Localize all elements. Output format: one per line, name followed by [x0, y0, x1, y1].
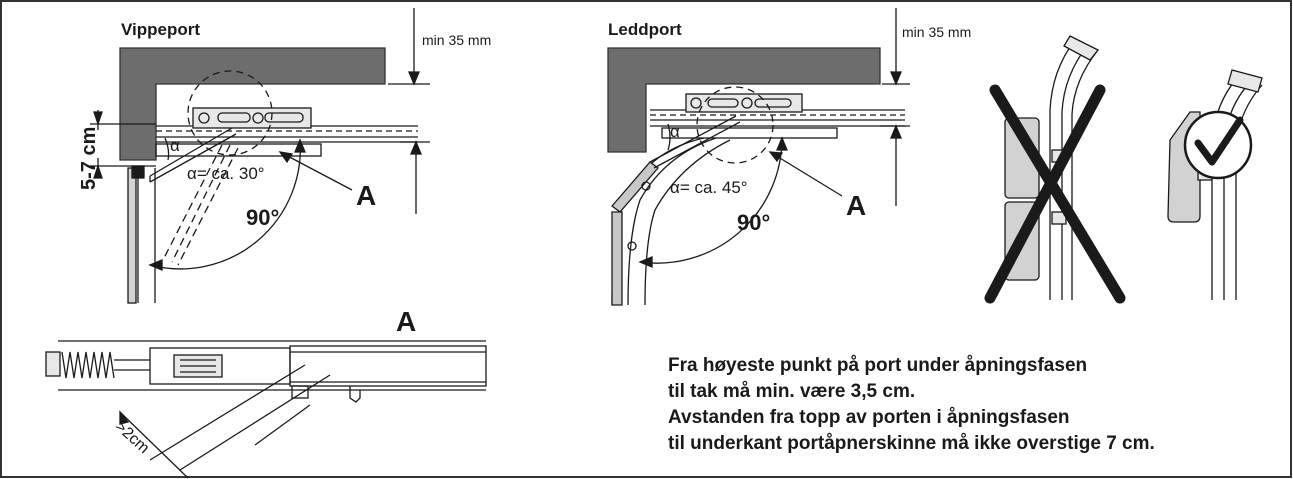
leddport-figure	[607, 8, 910, 306]
detail-a-title: A	[396, 306, 417, 337]
cross-icon	[984, 84, 1126, 304]
detail-marker-right: A	[846, 190, 867, 221]
instruction-note: Fra høyeste punkt på port under åpningsf…	[668, 353, 1155, 457]
ninety-degree-label-left: 90°	[246, 205, 280, 230]
angle-45-label: α= ca. 45°	[670, 178, 748, 197]
note-line-4: til underkant portåpnerskinne må ikke ov…	[668, 433, 1155, 454]
detail-a-figure	[45, 340, 487, 479]
note-line-2: til tak må min. være 3,5 cm.	[668, 381, 916, 402]
note-line-3: Avstanden fra topp av porten i åpningsfa…	[668, 407, 1070, 428]
ceiling-wall-block	[119, 47, 386, 161]
right-example	[1167, 69, 1263, 300]
alpha-label-left: α	[170, 136, 180, 155]
ceiling-wall-block-right	[607, 47, 881, 153]
detail-circle	[187, 70, 273, 156]
min-35mm-label-right: min 35 mm	[902, 24, 972, 40]
wrong-example	[1004, 35, 1100, 300]
leddport-title: Leddport	[608, 20, 682, 39]
detail-marker-left: A	[356, 180, 377, 211]
ninety-degree-label-right: 90°	[737, 210, 771, 235]
alpha-label-right: α	[670, 122, 680, 141]
min-35mm-label-left: min 35 mm	[422, 32, 492, 48]
vippeport-figure	[90, 8, 430, 304]
vippeport-title: Vippeport	[121, 20, 201, 39]
check-icon	[1183, 110, 1253, 180]
angle-30-label: α= ca. 30°	[187, 164, 265, 183]
note-line-1: Fra høyeste punkt på port under åpningsf…	[668, 355, 1088, 376]
